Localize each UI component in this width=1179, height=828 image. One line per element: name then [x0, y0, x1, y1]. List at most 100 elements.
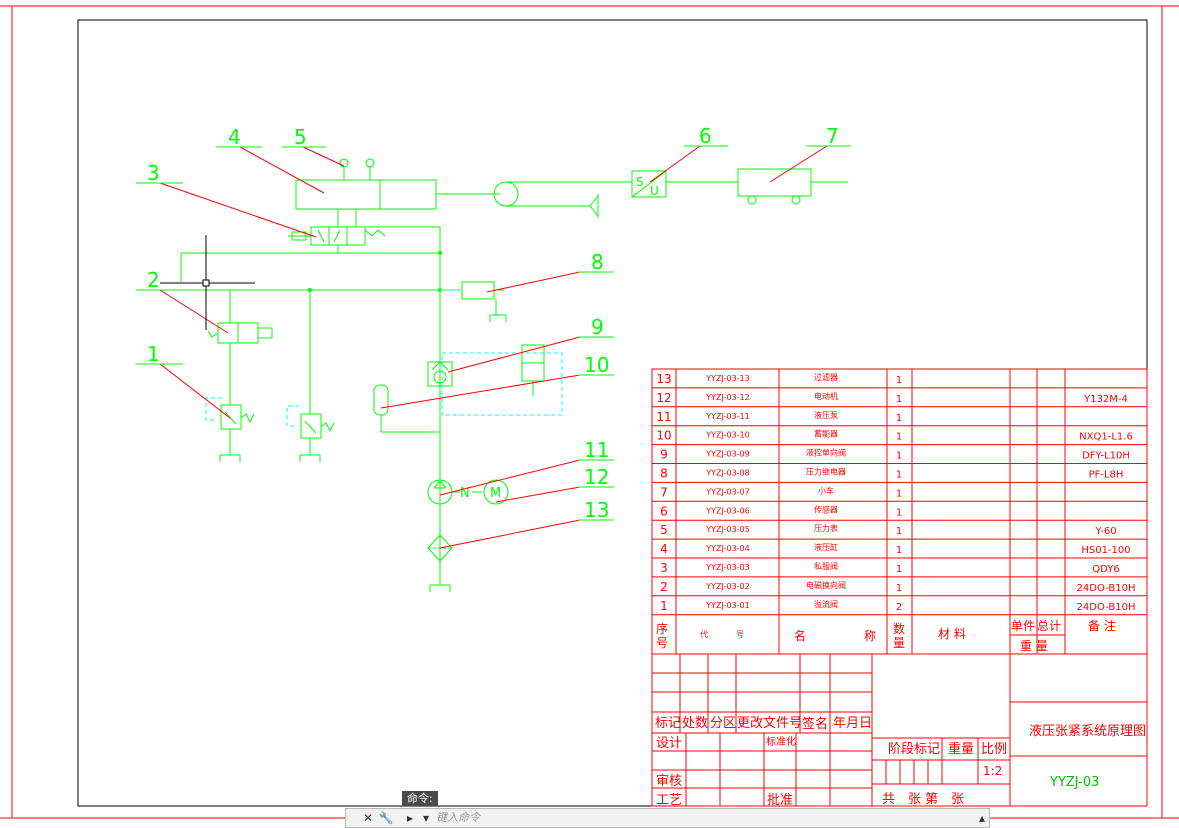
- pressure-relay: [461, 281, 495, 300]
- command-label: 命令:: [402, 791, 438, 806]
- header-material: 材 料: [938, 627, 966, 641]
- balloon-10: 10: [584, 353, 609, 377]
- rev-header-count: 处数: [682, 716, 708, 731]
- link-label: N: [460, 486, 470, 501]
- bom-row-name: 液压泵: [814, 410, 838, 420]
- relief-valve: [220, 404, 242, 430]
- header-seq-top: 序: [656, 621, 668, 636]
- bom-row-name: 私服阀: [814, 562, 838, 571]
- label-approve: 批准: [767, 793, 793, 808]
- label-process: 工艺: [656, 793, 682, 808]
- trolley-body: [737, 168, 812, 197]
- bom-row-name: 蓄能器: [814, 429, 838, 439]
- header-remark: 备 注: [1088, 618, 1116, 633]
- bom-row-name: 小车: [818, 485, 834, 495]
- balloon-3: 3: [147, 161, 160, 185]
- title-block-text: 标记 处数 分区 更改文件号 签名 年月日 设计 标准化 审核 工艺 批准 阶段…: [655, 716, 1146, 808]
- junction-dots: [308, 251, 442, 292]
- header-seq-bottom: 号: [656, 636, 668, 650]
- drawing-number: YYZJ-03: [1049, 775, 1099, 790]
- bom-row-no: 4: [660, 542, 668, 556]
- rev-header-zone: 分区: [710, 716, 736, 731]
- trolley-wheel-icon: [747, 195, 757, 205]
- bom-row-no: 2: [660, 580, 668, 594]
- bom-row-name: 传感器: [814, 504, 838, 514]
- header-qty-bottom: 量: [893, 636, 905, 650]
- bom-row-no: 8: [660, 467, 668, 481]
- chevron-down-icon[interactable]: ▾: [422, 811, 430, 825]
- bom-row-qty: 1: [896, 432, 902, 443]
- bom-row-code: YYZJ-03-07: [705, 487, 749, 496]
- balloon-11: 11: [584, 438, 609, 462]
- balloon-4: 4: [228, 125, 241, 149]
- label-review: 审核: [656, 774, 682, 789]
- bom-row-note: DFY-L10H: [1082, 451, 1130, 462]
- bom-row-qty: 1: [896, 545, 902, 556]
- bom-row-no: 7: [660, 485, 668, 499]
- rev-header-docno: 更改文件号: [737, 716, 802, 731]
- bom-row-code: YYZJ-03-03: [705, 563, 749, 572]
- close-icon[interactable]: ✕: [362, 811, 374, 825]
- header-qty-top: 数: [893, 621, 905, 636]
- command-line-bar[interactable]: ✕ 🔧 ▸ ▾ 键入命令 ▴: [345, 808, 990, 828]
- bom-row-no: 11: [656, 410, 671, 424]
- bom-row-qty: 1: [896, 413, 902, 424]
- pressure-gauge-icon: [339, 158, 349, 168]
- header-name-a: 名: [794, 628, 806, 643]
- crosshair-cursor-icon: [160, 235, 255, 330]
- servo-valve: [310, 226, 366, 246]
- balloon-9: 9: [591, 315, 604, 339]
- bom-row-note: QDY6: [1092, 564, 1120, 575]
- bom-row-qty: 1: [896, 451, 902, 462]
- bom-row-note: 24DO-B10H: [1077, 583, 1136, 594]
- balloon-6: 6: [699, 124, 712, 148]
- trolley-wheel-icon: [791, 195, 801, 205]
- hydraulic-cylinder: [295, 179, 437, 210]
- bom-row-no: 9: [660, 448, 668, 462]
- bom-row-name: 液控单向阀: [806, 448, 846, 458]
- header-code-a: 代: [700, 629, 708, 639]
- bom-row-code: YYZJ-03-02: [705, 582, 749, 591]
- bom-row-name: 压力表: [814, 523, 838, 533]
- header-total: 总计: [1037, 619, 1061, 633]
- balloon-underlines: [136, 145, 851, 521]
- pressure-gauge-icon: [365, 158, 375, 168]
- label-scale: 比例: [981, 742, 1007, 757]
- label-stage-mark: 阶段标记: [888, 742, 940, 757]
- balloon-numbers: 1 2 3 4 5 6 7 8 9 10 11 12 13: [147, 124, 839, 522]
- bom-row-code: YYZJ-03-11: [705, 412, 749, 421]
- balloon-12: 12: [584, 465, 609, 489]
- bom-row-note: Y132M-4: [1083, 394, 1128, 405]
- sheet-count: 共 张 第 张: [882, 792, 964, 807]
- accumulator: [373, 384, 389, 416]
- bom-row-no: 1: [660, 599, 668, 613]
- header-name-b: 称: [864, 629, 876, 643]
- bom-row-name: 电磁换向阀: [806, 580, 846, 590]
- bom-row-code: YYZJ-03-10: [705, 431, 749, 440]
- wrench-icon[interactable]: 🔧: [378, 811, 394, 825]
- bom-row-name: 过滤器: [814, 372, 838, 382]
- bom-row-qty: 1: [896, 394, 902, 405]
- command-input[interactable]: 键入命令: [436, 811, 480, 824]
- bom-row-qty: 1: [896, 507, 902, 518]
- bom-row-no: 12: [656, 391, 671, 405]
- label-weight: 重量: [948, 741, 974, 757]
- electric-motor-icon: [483, 479, 509, 505]
- bom-row-code: YYZJ-03-01: [705, 601, 749, 610]
- bom-row-code: YYZJ-03-13: [705, 374, 749, 383]
- balloon-7: 7: [826, 124, 839, 148]
- title-block: [652, 653, 1147, 806]
- prompt-icon[interactable]: ▸: [406, 811, 414, 825]
- bom-row-name: 液压缸: [814, 542, 838, 552]
- bom-row-code: YYZJ-03-05: [705, 525, 749, 534]
- leader-lines: [159, 145, 828, 549]
- relief-valve: [300, 413, 322, 439]
- sensor-s-label: S: [636, 175, 644, 189]
- hydraulic-circuit: [136, 158, 848, 592]
- bom-row-code: YYZJ-03-12: [705, 393, 749, 402]
- drawing-title: 液压张紧系统原理图: [1029, 724, 1146, 739]
- chevron-up-icon[interactable]: ▴: [978, 811, 986, 825]
- bom-row-qty: 2: [896, 602, 902, 613]
